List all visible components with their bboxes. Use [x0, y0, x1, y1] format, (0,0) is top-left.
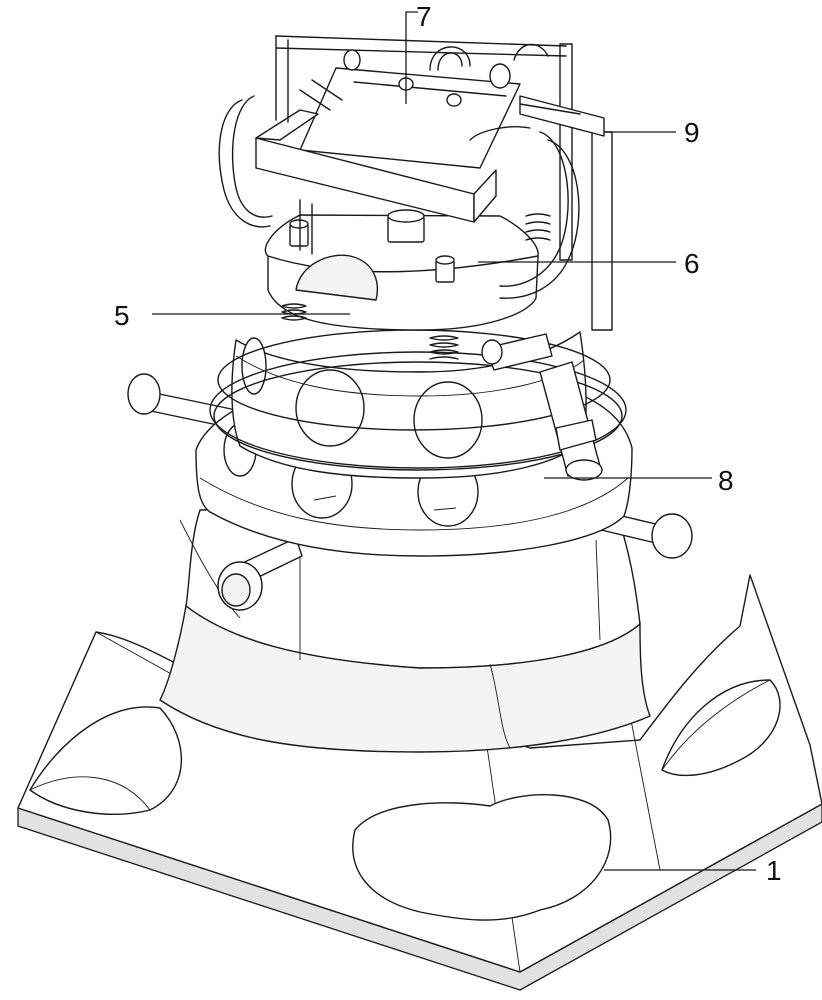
springs: [281, 213, 551, 360]
base-plate: [17, 559, 822, 991]
lift-platform: [264, 209, 539, 331]
callout-1: 1: [766, 855, 782, 886]
leader-7: [405, 11, 418, 104]
callout-labels: 1 5 6 7 8 9: [114, 1, 782, 886]
callout-6: 6: [684, 248, 700, 279]
callout-7: 7: [416, 1, 432, 32]
top-frame: [218, 35, 613, 331]
callout-8: 8: [718, 465, 734, 496]
side-actuator: [481, 333, 603, 481]
leader-lines: [152, 11, 756, 871]
callout-5: 5: [114, 300, 130, 331]
callout-9: 9: [684, 117, 700, 148]
